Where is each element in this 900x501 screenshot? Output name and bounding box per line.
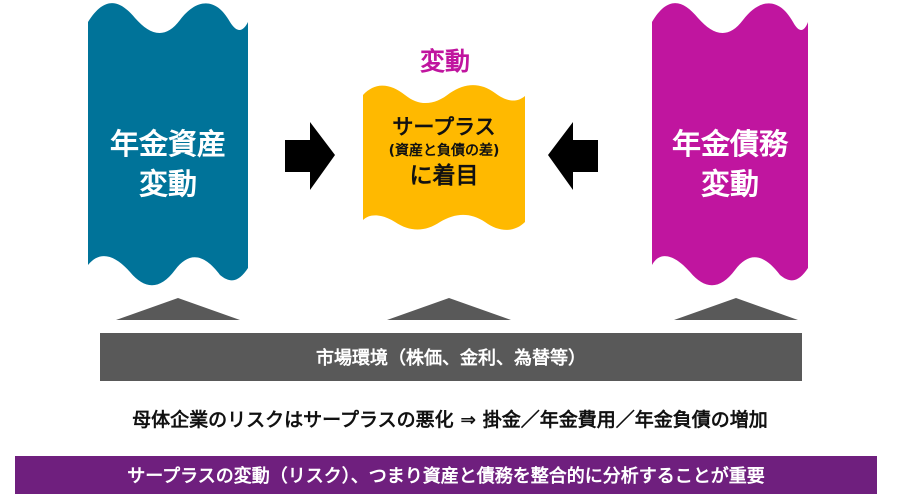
surplus-change-label: 変動 <box>419 47 470 76</box>
surplus-line2: (資産と負債の差) <box>388 143 500 159</box>
asset-change-label: 年金資産 変動 <box>88 124 248 204</box>
asset-label-line1: 年金資産 <box>109 127 226 161</box>
right-arrow-icon <box>285 122 335 190</box>
surplus-focus-label: サープラス (資産と負債の差) に着目 <box>363 113 525 191</box>
liability-label-line1: 年金債務 <box>671 127 788 161</box>
summary-bar: サープラスの変動（リスク）、つまり資産と債務を整合的に分析することが重要 <box>15 456 877 494</box>
summary-text: サープラスの変動（リスク）、つまり資産と債務を整合的に分析することが重要 <box>127 466 765 487</box>
market-triangle-center <box>387 298 511 320</box>
liability-banner <box>652 3 808 286</box>
surplus-line3: に着目 <box>409 163 479 189</box>
liability-label-line2: 変動 <box>700 167 759 201</box>
market-environment-bar: 市場環境（株価、金利、為替等） <box>100 333 802 381</box>
market-environment-label: 市場環境（株価、金利、為替等） <box>316 348 586 369</box>
surplus-banner <box>363 85 525 230</box>
left-arrow-icon <box>548 122 598 190</box>
asset-label-line2: 変動 <box>138 167 197 201</box>
market-triangle-left <box>116 298 240 320</box>
surplus-line1: サープラス <box>392 115 496 139</box>
market-triangle-right <box>674 298 798 320</box>
liability-change-label: 年金債務 変動 <box>652 124 808 204</box>
asset-banner <box>88 3 248 286</box>
risk-statement: 母体企業のリスクはサープラスの悪化 ⇒ 掛金／年金費用／年金負債の増加 <box>132 409 768 431</box>
